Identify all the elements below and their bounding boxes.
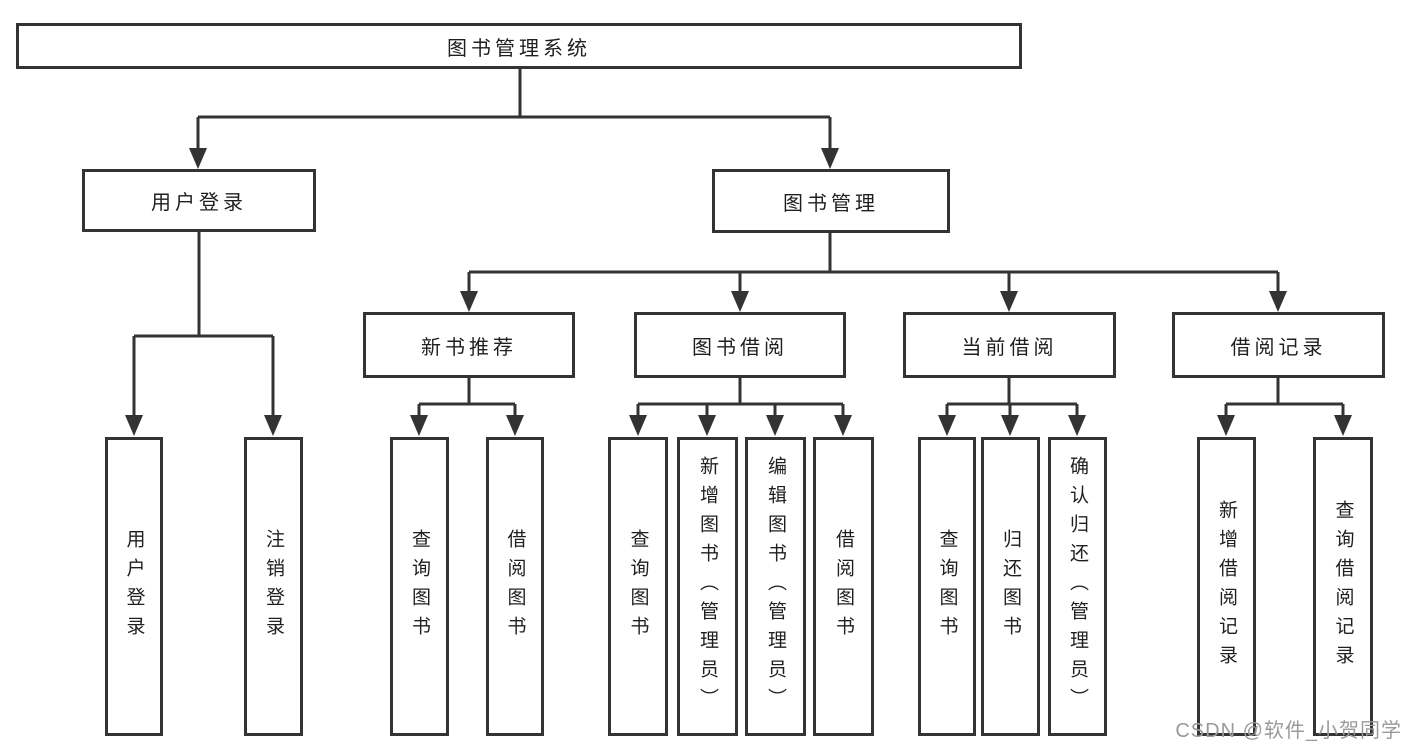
leaf-borrowing-add-books-label: 新增图书（管理员）	[697, 456, 718, 717]
leaf-borrowing-edit-books-label: 编辑图书（管理员）	[765, 456, 786, 717]
node-book-borrowing-label: 图书借阅	[692, 336, 788, 359]
leaf-recommend-borrow-books: 借阅图书	[486, 437, 544, 736]
leaf-user-login: 用户登录	[105, 437, 163, 736]
leaf-records-query-record-label: 查询借阅记录	[1332, 499, 1354, 674]
node-borrowing-records: 借阅记录	[1172, 312, 1385, 378]
leaf-borrowing-borrow-books: 借阅图书	[813, 437, 874, 736]
node-book-management-label: 图书管理	[783, 192, 879, 215]
node-book-management: 图书管理	[712, 169, 950, 233]
node-current-borrowing: 当前借阅	[903, 312, 1116, 378]
leaf-borrowing-edit-books: 编辑图书（管理员）	[745, 437, 806, 736]
leaf-records-add-record: 新增借阅记录	[1197, 437, 1256, 736]
leaf-borrowing-query-books: 查询图书	[608, 437, 668, 736]
leaf-logout: 注销登录	[244, 437, 303, 736]
leaf-current-query-books-label: 查询图书	[936, 528, 958, 645]
leaf-recommend-query-books-label: 查询图书	[409, 528, 430, 645]
leaf-borrowing-add-books: 新增图书（管理员）	[677, 437, 738, 736]
leaf-current-confirm-return-label: 确认归还（管理员）	[1067, 456, 1088, 717]
leaf-current-confirm-return: 确认归还（管理员）	[1048, 437, 1107, 736]
node-current-borrowing-label: 当前借阅	[961, 336, 1058, 359]
watermark: CSDN @软件_小贺同学	[1175, 720, 1402, 742]
node-borrowing-records-label: 借阅记录	[1230, 336, 1327, 359]
arrowheads	[125, 148, 1352, 436]
leaf-borrowing-query-books-label: 查询图书	[627, 528, 649, 645]
leaf-current-query-books: 查询图书	[918, 437, 976, 736]
leaf-current-return-books: 归还图书	[981, 437, 1040, 736]
leaf-records-query-record: 查询借阅记录	[1313, 437, 1373, 736]
node-root-label: 图书管理系统	[447, 37, 591, 60]
leaf-logout-label: 注销登录	[263, 528, 284, 645]
node-new-book-recommend-label: 新书推荐	[421, 336, 517, 359]
node-book-borrowing: 图书借阅	[634, 312, 846, 378]
leaf-recommend-query-books: 查询图书	[390, 437, 449, 736]
leaf-borrowing-borrow-books-label: 借阅图书	[833, 528, 854, 645]
leaf-user-login-label: 用户登录	[123, 528, 145, 645]
leaf-current-return-books-label: 归还图书	[1000, 528, 1021, 645]
node-user-login: 用户登录	[82, 169, 316, 232]
leaf-recommend-borrow-books-label: 借阅图书	[504, 528, 526, 645]
leaf-records-add-record-label: 新增借阅记录	[1216, 499, 1237, 674]
node-root: 图书管理系统	[16, 23, 1022, 69]
node-user-login-label: 用户登录	[151, 192, 247, 214]
node-new-book-recommend: 新书推荐	[363, 312, 575, 378]
